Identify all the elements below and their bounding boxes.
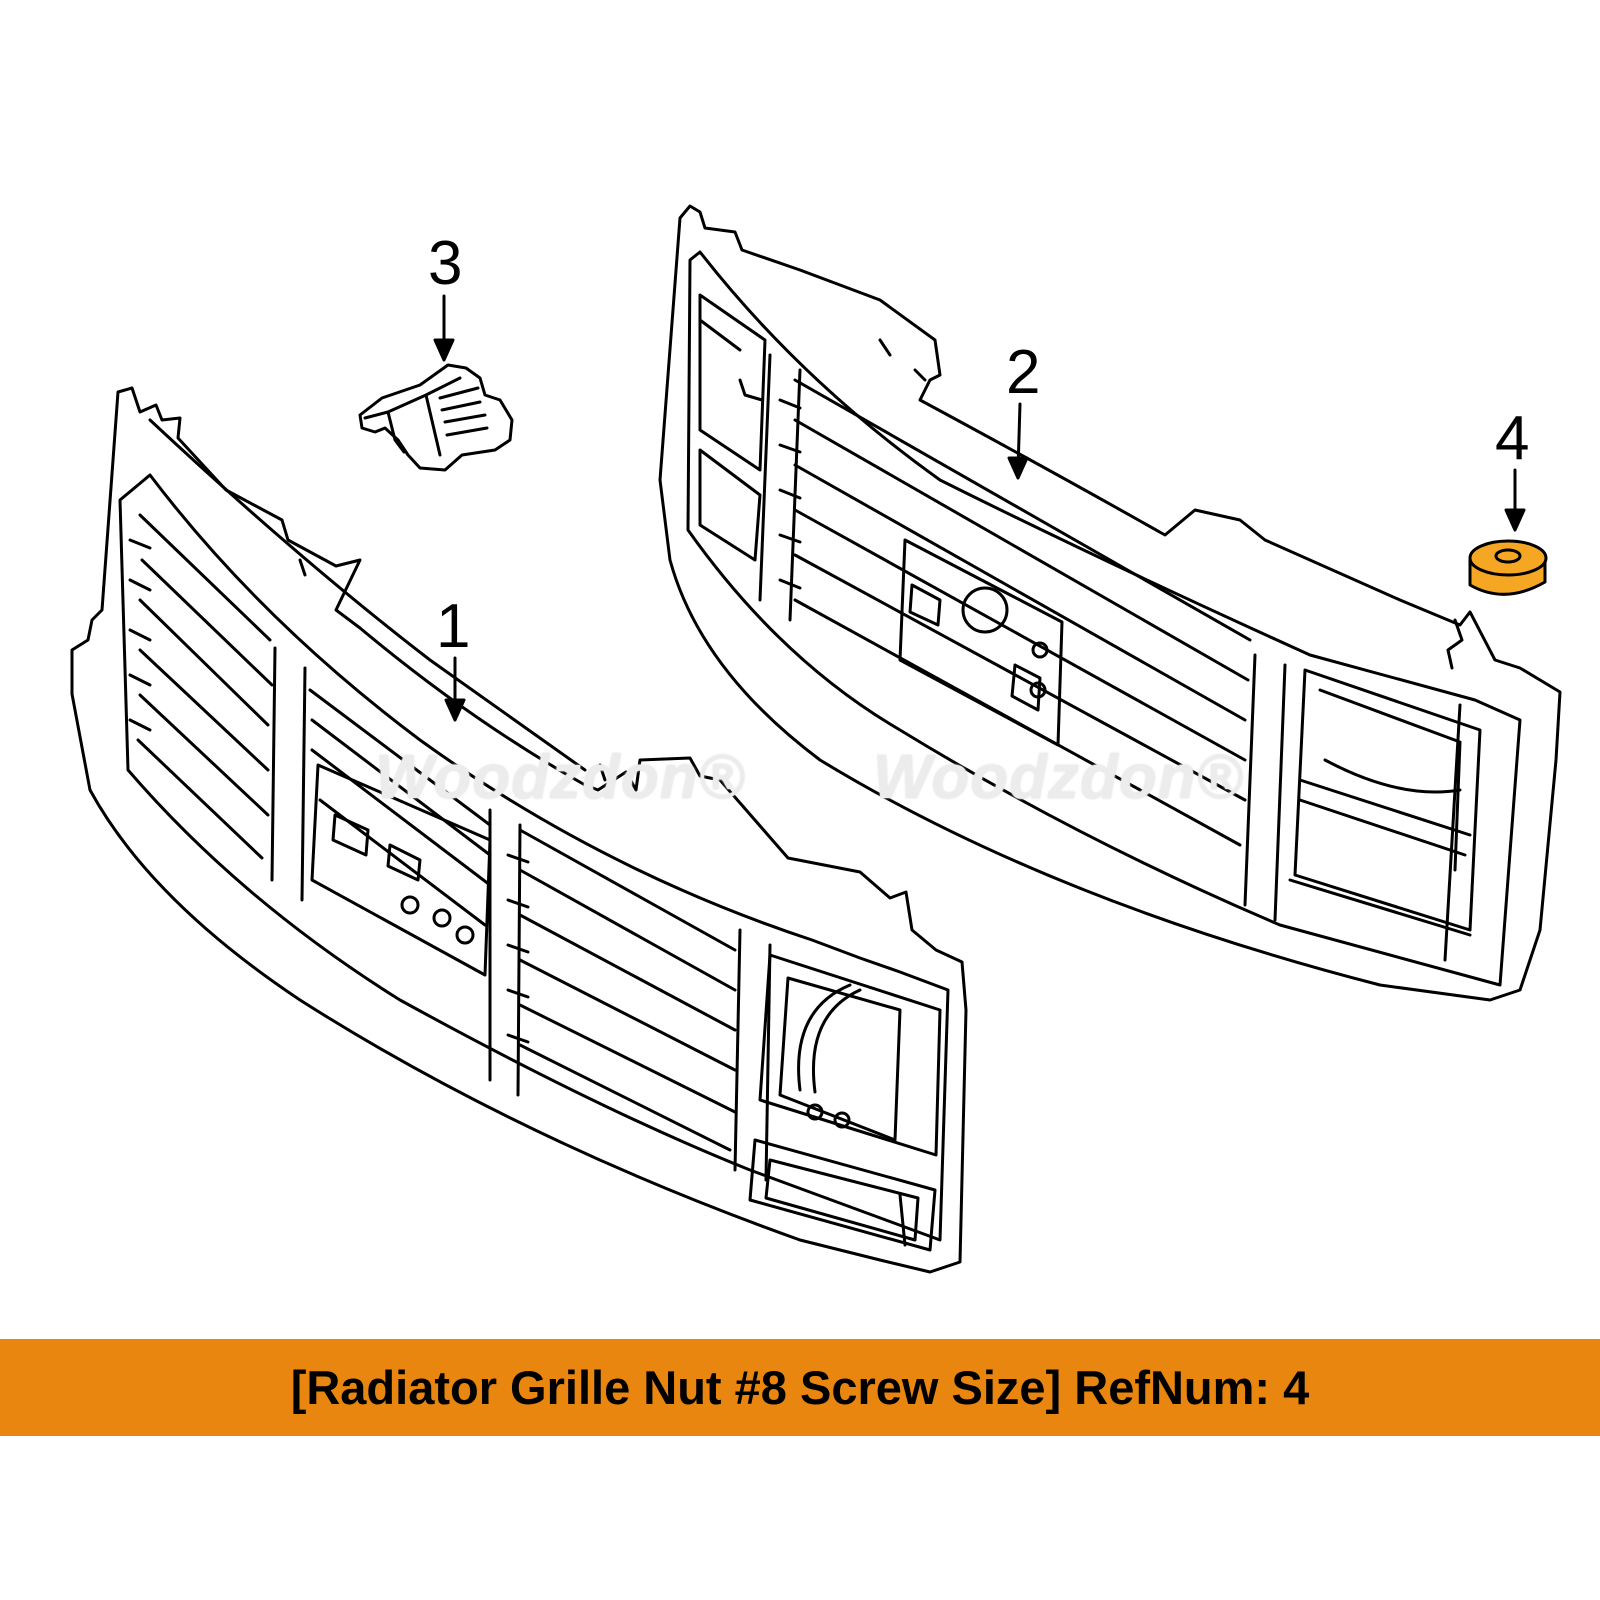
parts-diagram: [70, 204, 1562, 1274]
caption-banner: [Radiator Grille Nut #8 Screw Size] RefN…: [0, 1339, 1600, 1436]
part-3-bracket: [358, 363, 514, 472]
callout-1: 1: [436, 592, 471, 661]
part-4-nut: [1468, 539, 1548, 596]
leader-arrows: [433, 294, 1526, 722]
callout-3: 3: [428, 229, 463, 298]
callout-4: 4: [1495, 404, 1530, 473]
watermark-right: Woodzdon®: [873, 743, 1244, 812]
watermark-left: Woodzdon®: [375, 743, 746, 812]
part-1-grille: [70, 386, 968, 1274]
part-2-grille: [658, 204, 1562, 1002]
callout-2: 2: [1006, 338, 1041, 407]
caption-text: [Radiator Grille Nut #8 Screw Size] RefN…: [290, 1361, 1310, 1414]
